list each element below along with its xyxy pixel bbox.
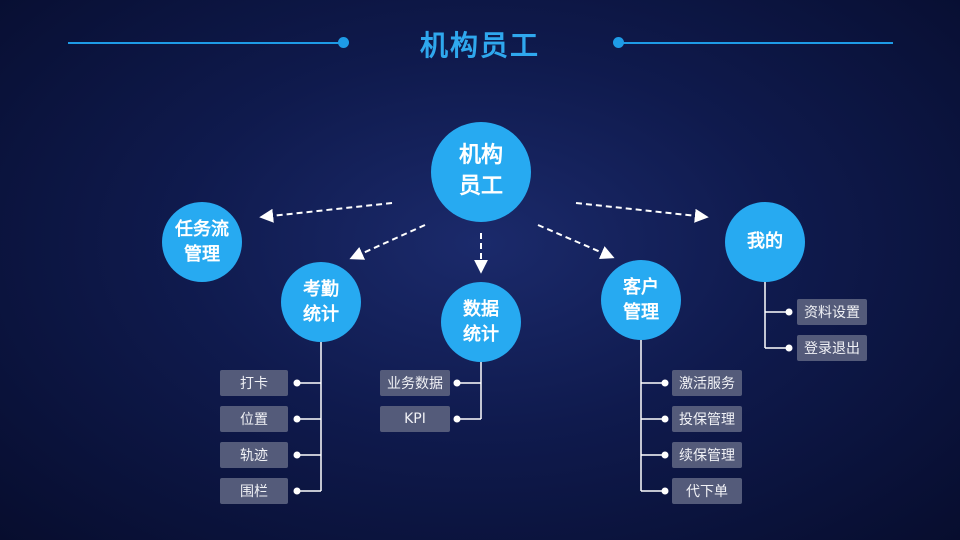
item-profile-settings[interactable]: 资料设置 [797,299,867,325]
node-attendance[interactable]: 考勤 统计 [281,262,361,342]
item-place-order[interactable]: 代下单 [672,478,742,504]
item-location[interactable]: 位置 [220,406,288,432]
item-login-logout[interactable]: 登录退出 [797,335,867,361]
item-clockin[interactable]: 打卡 [220,370,288,396]
title-right-line [618,42,893,44]
item-renew-manage[interactable]: 续保管理 [672,442,742,468]
item-insure-manage[interactable]: 投保管理 [672,406,742,432]
item-business-data[interactable]: 业务数据 [380,370,450,396]
node-datastats[interactable]: 数据 统计 [441,282,521,362]
item-activate-service[interactable]: 激活服务 [672,370,742,396]
item-kpi[interactable]: KPI [380,406,450,432]
arrow-to-customer [537,224,615,259]
item-track[interactable]: 轨迹 [220,442,288,468]
page-title: 机构员工 [419,29,540,62]
item-fence[interactable]: 围栏 [220,478,288,504]
arrow-to-task [259,202,393,223]
node-mine[interactable]: 我的 [725,202,805,282]
title-left-dot [338,37,349,48]
node-customer[interactable]: 客户 管理 [601,260,681,340]
node-task[interactable]: 任务流 管理 [162,202,242,282]
center-node[interactable]: 机构员工 [431,122,531,222]
arrow-to-attendance [349,224,426,260]
arrow-to-mine [575,202,709,223]
title-left-line [68,42,343,44]
